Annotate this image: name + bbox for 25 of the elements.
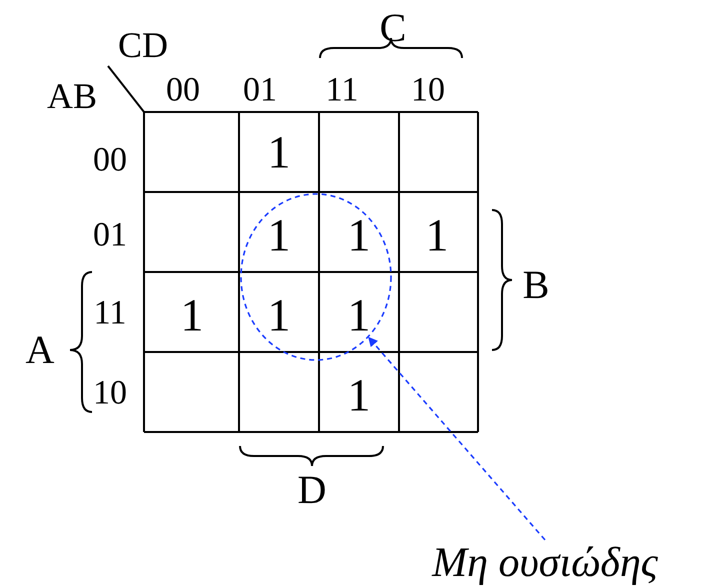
row-header: 00	[93, 141, 127, 179]
row-header: 01	[93, 216, 127, 254]
cell-value: 1	[348, 290, 370, 342]
row-header: 10	[93, 374, 127, 412]
cell-value: 1	[426, 210, 448, 262]
variable-label: AB	[47, 77, 97, 117]
row-header: 11	[94, 294, 126, 332]
column-header: 00	[166, 71, 200, 109]
variable-label: B	[522, 263, 550, 307]
variable-label: C	[380, 6, 406, 50]
variable-label: A	[26, 328, 54, 372]
variable-label: CD	[118, 26, 168, 66]
cell-value: 1	[268, 210, 290, 262]
cell-value: 1	[268, 128, 290, 178]
cell-value: 1	[268, 290, 290, 342]
variable-label: D	[298, 468, 326, 512]
dashed-ellipse	[240, 193, 392, 361]
cell-value: 1	[180, 290, 204, 342]
cell-value: 1	[348, 370, 370, 422]
leader-arrow	[368, 336, 546, 540]
annotation-text: Μη ουσιώδης	[432, 540, 658, 586]
column-header: 11	[326, 71, 358, 109]
cell-value: 1	[348, 210, 370, 262]
column-header: 10	[411, 71, 445, 109]
column-header: 01	[243, 71, 277, 109]
